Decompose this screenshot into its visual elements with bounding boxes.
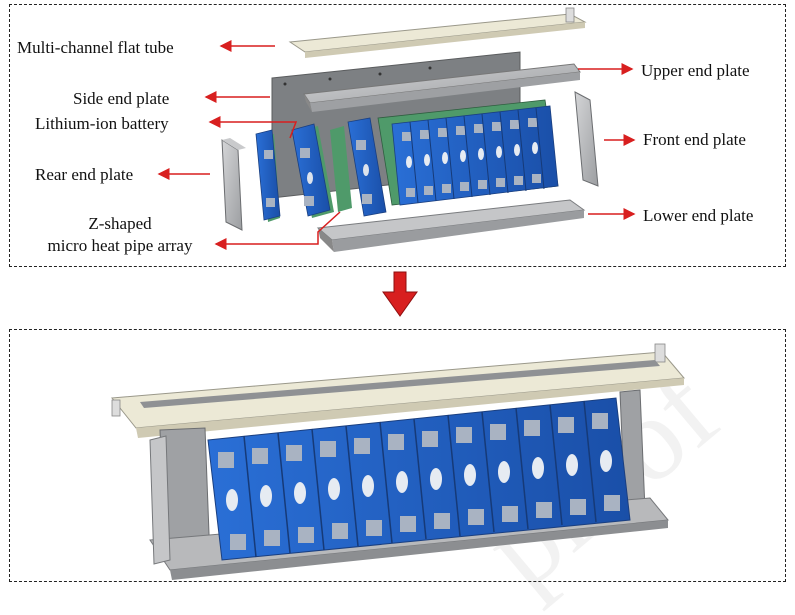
- lower-end-plate-part: [316, 199, 586, 252]
- label-z-shaped: Z-shaped: [88, 214, 152, 233]
- label-multi-channel-flat-tube: Multi-channel flat tube: [17, 38, 174, 57]
- upper-end-plate-part: [303, 63, 581, 112]
- multi-channel-flat-tube-part: [288, 7, 587, 58]
- label-lithium-ion-battery: Lithium-ion battery: [35, 114, 169, 133]
- label-upper-end-plate: Upper end plate: [641, 61, 750, 80]
- battery-stack: [377, 99, 559, 206]
- exploded-view-panel: [9, 4, 786, 267]
- label-side-end-plate: Side end plate: [73, 89, 170, 108]
- label-front-end-plate: Front end plate: [643, 130, 746, 149]
- assembled-module: [111, 343, 686, 580]
- assembled-view-panel: [9, 329, 786, 582]
- callout-arrows: [157, 40, 636, 250]
- label-micro-heat-pipe-array: micro heat pipe array: [47, 236, 193, 255]
- label-lower-end-plate: Lower end plate: [643, 206, 754, 225]
- label-rear-end-plate: Rear end plate: [35, 165, 134, 184]
- separate-batteries: [255, 117, 387, 222]
- diagram-graphics: [111, 7, 686, 580]
- down-arrow: [382, 271, 418, 317]
- rear-end-plate-part: [221, 138, 246, 231]
- front-end-plate-part: [574, 91, 599, 187]
